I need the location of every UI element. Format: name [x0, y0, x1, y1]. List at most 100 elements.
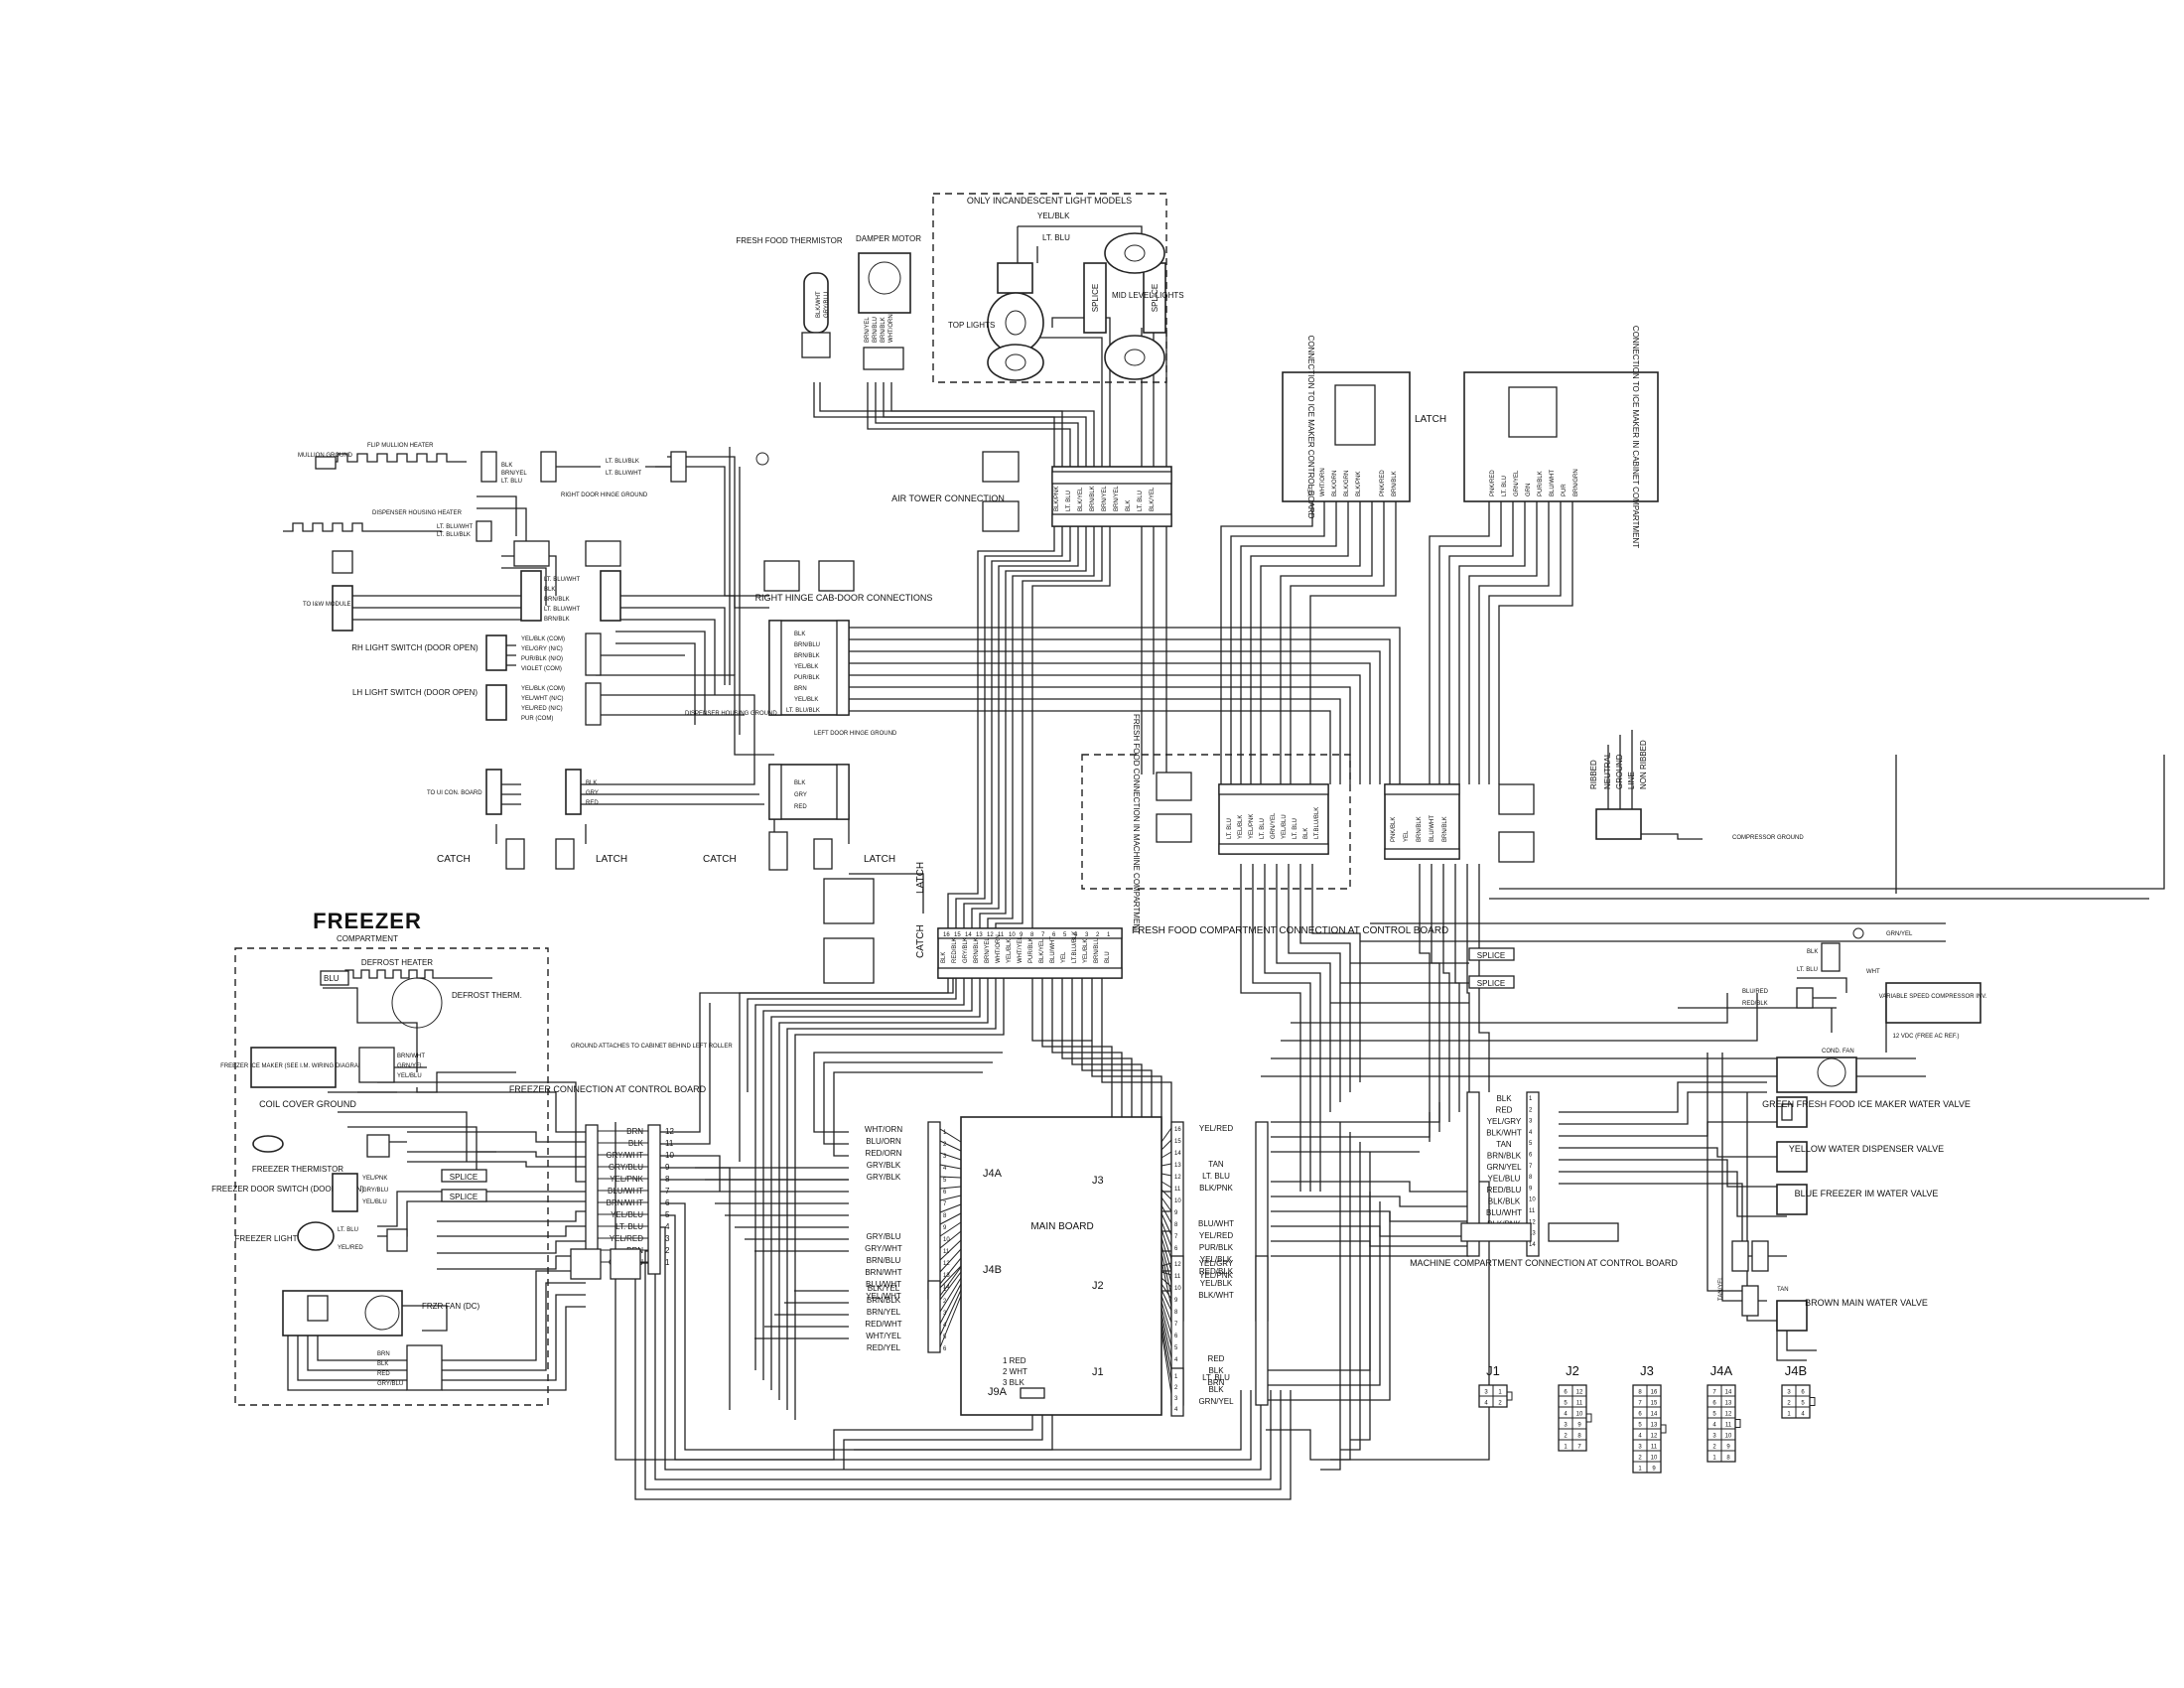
- pin-cell-number: 12: [1651, 1434, 1658, 1440]
- ground-attaches-label: GROUND ATTACHES TO CABINET BEHIND LEFT R…: [571, 1044, 733, 1050]
- pin-cell: [1720, 1450, 1736, 1463]
- j3-label: J3: [1092, 1175, 1104, 1187]
- svg-text:RED/BLK: RED/BLK: [1742, 1001, 1768, 1007]
- pin-table-title: J2: [1566, 1363, 1579, 1378]
- svg-text:BRN/BLK: BRN/BLK: [1392, 471, 1398, 496]
- ff-control-wire-label: LT.BLU/BLK: [1072, 931, 1078, 963]
- pin-cell-number: 3: [1787, 1390, 1791, 1396]
- latch-label-ice: LATCH: [1415, 414, 1446, 425]
- air-tower-plug-1: [982, 451, 1020, 483]
- pin-cell-number: 4: [1484, 1401, 1488, 1407]
- j4a-wire-label: WHT/ORN: [865, 1125, 902, 1134]
- svg-text:CATCH: CATCH: [915, 924, 926, 958]
- svg-text:BLK: BLK: [794, 780, 805, 786]
- j3-pin-number: 7: [1174, 1234, 1178, 1240]
- pin-cell-number: 4: [1712, 1423, 1716, 1429]
- ff-control-wire-label: YEL/BLK: [1083, 939, 1089, 963]
- svg-text:BLK: BLK: [1126, 500, 1132, 511]
- air-tower-connector: BLK/PNK LT. BLU BLK/YEL BRN/BLK BRN/YEL …: [891, 451, 1172, 532]
- j2-pin-number: 11: [1174, 1274, 1181, 1280]
- svg-text:BRN/BLK: BRN/BLK: [1417, 816, 1423, 842]
- j2-lead: [1160, 1307, 1172, 1347]
- svg-text:BLK/ORN: BLK/ORN: [1332, 471, 1338, 496]
- j4a-lead: [939, 1164, 962, 1170]
- pin-cell-number: 3: [1484, 1390, 1488, 1396]
- svg-text:NON RIBBED: NON RIBBED: [1639, 740, 1648, 789]
- svg-text:RED: RED: [794, 804, 807, 810]
- j3-lead: [1160, 1236, 1172, 1272]
- pin-cell-number: 10: [1576, 1412, 1583, 1418]
- pin-cell-number: 9: [1577, 1423, 1581, 1429]
- catch-plug-1: [823, 878, 875, 924]
- svg-text:LT. BLU: LT. BLU: [1066, 491, 1072, 511]
- svg-text:BRN/YEL: BRN/YEL: [1114, 486, 1120, 511]
- j3-pin-number: 6: [1174, 1246, 1178, 1252]
- svg-text:BRN/BLK: BRN/BLK: [544, 597, 570, 603]
- svg-text:YEL/BLU: YEL/BLU: [397, 1073, 422, 1079]
- j4b-lead: [939, 1283, 962, 1325]
- ff-control-wire-label: RED/BLK: [952, 937, 958, 963]
- svg-text:BLK/PNK: BLK/PNK: [1356, 472, 1362, 496]
- svg-text:12 VDC (FREE AC REF.): 12 VDC (FREE AC REF.): [1892, 1034, 1959, 1040]
- j3-pin-number: 8: [1174, 1222, 1178, 1228]
- svg-text:DISPENSER HOUSING HEATER: DISPENSER HOUSING HEATER: [372, 510, 463, 516]
- pin-cell-number: 1: [1638, 1467, 1642, 1473]
- freezer-pin-number: 2: [665, 1246, 670, 1255]
- ff-control-pin-number: 7: [1041, 932, 1045, 938]
- svg-text:LT. BLU: LT. BLU: [501, 479, 522, 485]
- svg-text:DEFROST THERM.: DEFROST THERM.: [452, 991, 522, 1000]
- svg-text:GRN/YEL: GRN/YEL: [397, 1063, 424, 1069]
- wire-label-ltblu: LT. BLU: [1042, 233, 1070, 242]
- svg-text:BRN/BLK: BRN/BLK: [544, 617, 570, 623]
- svg-text:PUR (COM): PUR (COM): [521, 716, 553, 722]
- svg-text:YEL/BLK (COM): YEL/BLK (COM): [521, 686, 565, 692]
- flip-mullion-heater: FLIP MULLION HEATER MULLION GROUND BLK B…: [298, 443, 769, 498]
- j4a-wire-label: RED/ORN: [866, 1149, 902, 1158]
- j3-wire-label: BLU/WHT: [1198, 1219, 1234, 1228]
- svg-text:YELLOW WATER DISPENSER VALVE: YELLOW WATER DISPENSER VALVE: [1789, 1144, 1944, 1154]
- j2-lead: [1160, 1331, 1172, 1395]
- j4b-lead: [939, 1265, 962, 1289]
- j4b-lead: [939, 1289, 962, 1336]
- svg-text:BLK: BLK: [1807, 949, 1818, 955]
- ff-control-wire-label: BRN/BLK: [974, 937, 980, 963]
- pin-table-title: J3: [1640, 1363, 1654, 1378]
- svg-text:BLU/WHT: BLU/WHT: [1550, 470, 1556, 496]
- j4a-wire-label: BLU/WHT: [866, 1280, 901, 1289]
- svg-text:YEL: YEL: [1404, 830, 1410, 842]
- right-hinge-connector: RIGHT HINGE CAB-DOOR CONNECTIONS BLK BRN…: [755, 560, 932, 716]
- j1-pin-number: 1: [1174, 1374, 1178, 1380]
- svg-text:SPLICE: SPLICE: [1151, 284, 1160, 312]
- j1-wire-label: BLK: [1208, 1385, 1224, 1394]
- pin-table-key: [1734, 1419, 1741, 1428]
- j4a-pin-number: 12: [943, 1261, 950, 1267]
- svg-text:LT. BLU/BLK: LT. BLU/BLK: [437, 532, 471, 538]
- machine-pin-number: 3: [1529, 1119, 1533, 1125]
- j2-wire-label: YEL/GRY: [1199, 1259, 1234, 1268]
- svg-text:BLK: BLK: [586, 780, 597, 786]
- svg-text:MACHINE COMPARTMENT CONNECTION: MACHINE COMPARTMENT CONNECTION AT CONTRO…: [1410, 1258, 1678, 1268]
- j4a-wire-label: BRN/WHT: [865, 1268, 901, 1277]
- left-hinge-ground: LEFT DOOR HINGE GROUND: [814, 731, 897, 737]
- catch-label-1: CATCH: [437, 854, 471, 865]
- wire-label-yelblk: YEL/BLK: [1037, 211, 1070, 220]
- j4a-pin-number: 4: [943, 1166, 947, 1172]
- lh-light-switch: LH LIGHT SWITCH (DOOR OPEN) YEL/BLK (COM…: [352, 682, 602, 726]
- svg-text:BRN/YEL: BRN/YEL: [865, 317, 871, 343]
- svg-text:RH LIGHT SWITCH (DOOR OPEN): RH LIGHT SWITCH (DOOR OPEN): [351, 643, 478, 652]
- j4a-lead: [939, 1186, 962, 1190]
- j3-wire-label: RED/BLK: [1199, 1267, 1234, 1276]
- svg-text:PUR/BLK: PUR/BLK: [794, 675, 820, 681]
- svg-text:GRN/YEL: GRN/YEL: [1271, 812, 1277, 839]
- svg-text:FREEZER CONNECTION AT CONTROL: FREEZER CONNECTION AT CONTROL BOARD: [509, 1084, 707, 1094]
- ff-control-pin-number: 5: [1063, 932, 1067, 938]
- pin-table-key: [1506, 1391, 1513, 1401]
- compressor-ground-label: COMPRESSOR GROUND: [1732, 835, 1804, 841]
- j4a-lead: [939, 1140, 962, 1152]
- pin-cell-number: 11: [1651, 1445, 1658, 1451]
- j2-lead: [1160, 1277, 1172, 1288]
- j2-lead: [1160, 1313, 1172, 1359]
- svg-text:BLK/PNK: BLK/PNK: [1054, 487, 1060, 511]
- j4a-pin-number: 8: [943, 1213, 947, 1219]
